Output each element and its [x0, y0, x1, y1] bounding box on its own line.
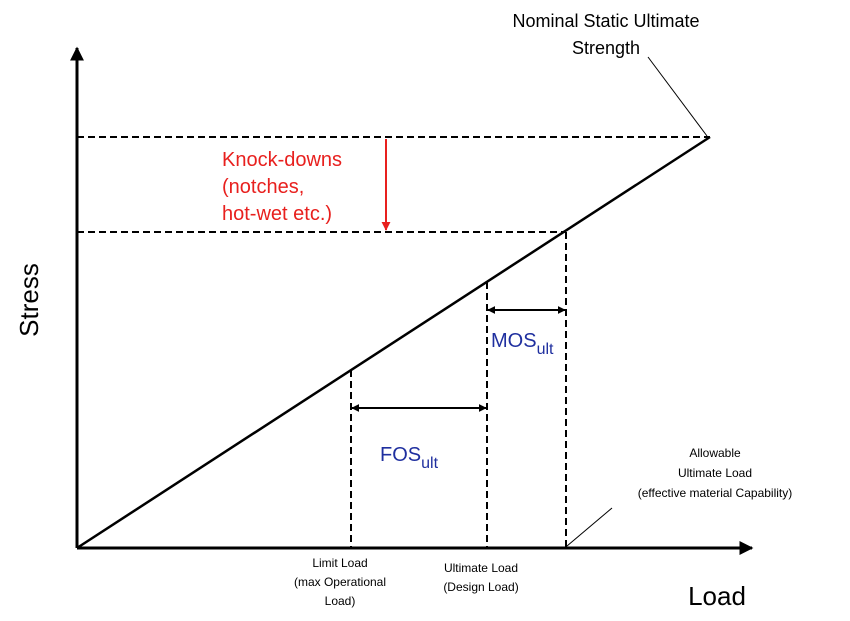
x-axis-label: Load: [688, 581, 746, 611]
mos-label: MOSult: [491, 330, 554, 358]
knockdowns-label-line1: Knock-downs: [222, 149, 342, 171]
limit-load-label-line1: Limit Load: [312, 556, 367, 570]
nominal-label-line2: Strength: [572, 38, 640, 58]
fos-label: FOSult: [380, 444, 439, 472]
nominal-leader-line: [647, 56, 708, 137]
knockdowns-label-line3: hot-wet etc.): [222, 203, 332, 225]
mos-label-base: MOS: [491, 330, 537, 352]
allowable-label-line3: (effective material Capability): [638, 486, 793, 500]
y-axis-label: Stress: [14, 263, 44, 337]
allowable-label-line2: Ultimate Load: [678, 466, 752, 480]
fos-label-base: FOS: [380, 444, 421, 466]
allowable-leader-line: [566, 507, 613, 547]
limit-load-label-line2: (max Operational: [294, 575, 386, 589]
knockdowns-label-line2: (notches,: [222, 176, 304, 198]
limit-load-label-line3: Load): [325, 594, 356, 608]
fos-label-subscript: ult: [421, 455, 438, 472]
ultimate-load-label-line1: Ultimate Load: [444, 561, 518, 575]
nominal-label-line1: Nominal Static Ultimate: [512, 11, 699, 31]
allowable-label-line1: Allowable: [689, 446, 741, 460]
ultimate-load-label-line2: (Design Load): [443, 580, 518, 594]
stress-load-line: [76, 135, 711, 550]
mos-label-subscript: ult: [537, 341, 554, 358]
